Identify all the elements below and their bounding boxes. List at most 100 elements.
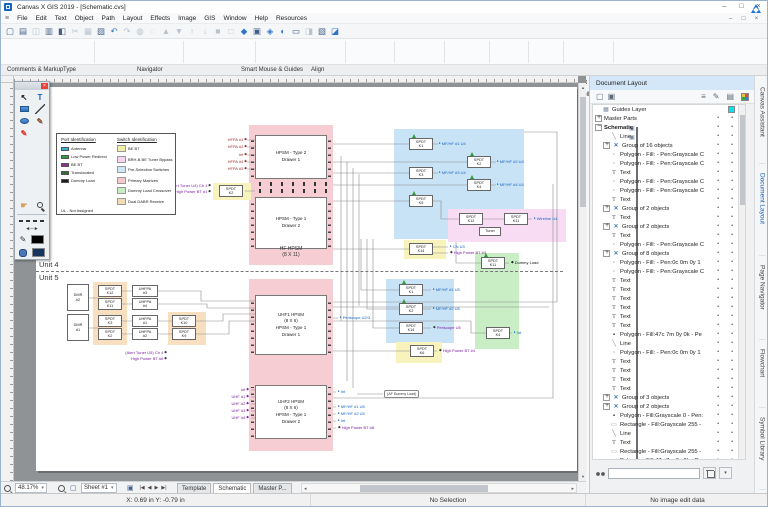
menu-item[interactable]: Effects <box>150 14 171 22</box>
tree-row[interactable]: Text • • <box>593 213 745 222</box>
text-box-icon[interactable]: ▭ <box>291 25 301 36</box>
visibility-dot[interactable]: • <box>717 169 719 175</box>
visibility-dot[interactable]: • <box>717 142 719 148</box>
fill-ink-icon[interactable] <box>19 248 28 257</box>
lock-dot[interactable]: • <box>731 151 733 157</box>
knife-tool[interactable] <box>16 151 32 163</box>
tree-row[interactable]: Text • • <box>593 294 745 303</box>
lock-dot[interactable]: • <box>731 169 733 175</box>
expander-icon[interactable] <box>603 222 610 230</box>
visibility-dot[interactable]: • <box>717 115 719 121</box>
visibility-dot[interactable]: • <box>717 430 719 436</box>
tree-row[interactable]: Text • • <box>593 276 745 285</box>
visibility-dot[interactable]: • <box>717 331 719 337</box>
visibility-dot[interactable]: • <box>717 178 719 184</box>
panel-options-icon[interactable]: ≡ <box>701 92 706 101</box>
tree-row[interactable]: Polygon - Fill: - Pen:0c 0m 0y 1 • • <box>593 348 745 357</box>
save-icon[interactable]: ◫ <box>31 25 41 36</box>
palette-tab[interactable]: Type <box>63 67 77 73</box>
menu-item[interactable]: Text <box>54 14 67 22</box>
tree-scrollbar[interactable] <box>738 105 745 459</box>
tree-row[interactable]: Group of 2 objects • • <box>593 204 745 213</box>
menu-item[interactable]: Image <box>178 14 197 22</box>
sheet-tab[interactable]: Template <box>177 483 212 493</box>
brush-tool[interactable] <box>32 127 48 139</box>
hamburger-icon[interactable]: ≡ <box>5 14 10 22</box>
lock-dot[interactable]: • <box>731 178 733 184</box>
expander-icon[interactable] <box>603 249 610 257</box>
distribute-icon[interactable]: □ <box>228 26 234 36</box>
rectangle-tool[interactable] <box>16 103 32 115</box>
flip-icon[interactable]: ◨ <box>304 25 314 36</box>
smart-shapes-icon[interactable]: ◆ <box>240 25 248 36</box>
tree-row[interactable]: Text • • <box>593 384 745 393</box>
duplicate-sheet-icon[interactable]: ▣ <box>127 485 134 492</box>
palette-tab[interactable]: Smart Mouse & Guides <box>241 67 304 73</box>
tree-row[interactable]: Rectangle - Fill:Grayscale 255 - • • <box>593 420 745 429</box>
visibility-dot[interactable]: • <box>717 151 719 157</box>
menu-item[interactable]: GIS <box>204 14 216 22</box>
visibility-dot[interactable]: • <box>717 187 719 193</box>
tree-row[interactable]: Polygon - Fill: - Pen:Grayscale C • • <box>593 267 745 276</box>
zoom-level-select[interactable]: 48.17% <box>15 483 47 493</box>
tree-row[interactable]: Polygon - Fill: - Pen:Grayscale C • • <box>593 240 745 249</box>
move-up-icon[interactable]: ↑ <box>189 26 195 36</box>
expander-icon[interactable] <box>595 123 602 131</box>
move-down-icon[interactable]: ↓ <box>202 26 208 36</box>
lock-dot[interactable]: • <box>731 385 733 391</box>
bring-front-icon[interactable]: ▲ <box>161 26 171 36</box>
stroke-color-swatch[interactable] <box>31 235 45 244</box>
last-sheet-icon[interactable]: ▶| <box>161 485 167 491</box>
menu-item[interactable]: Help <box>254 14 268 22</box>
visibility-dot[interactable]: • <box>717 340 719 346</box>
lock-dot[interactable]: • <box>731 115 733 121</box>
tree-row[interactable]: Polygon - Fill:47c 7m 0y 0k - Pe • • <box>593 456 745 459</box>
tree-row[interactable]: Schematic • • <box>593 123 745 459</box>
visibility-dot[interactable]: • <box>717 133 719 139</box>
tree-row[interactable]: Line • • <box>593 132 745 141</box>
tree-row[interactable]: Group of 8 objects • • <box>593 249 745 258</box>
lock-dot[interactable]: • <box>731 187 733 193</box>
visibility-dot[interactable]: • <box>717 160 719 166</box>
lock-dot[interactable]: • <box>731 376 733 382</box>
lock-dot[interactable]: • <box>731 196 733 202</box>
scroll-down-icon[interactable]: ▼ <box>581 474 585 479</box>
effects-tool[interactable] <box>32 163 48 175</box>
zoom-out-icon[interactable] <box>4 484 11 492</box>
tree-row[interactable]: Rectangle - Fill:Grayscale 255 - • • <box>593 447 745 456</box>
tree-row[interactable]: Line • • <box>593 339 745 348</box>
line-tool[interactable] <box>32 103 48 115</box>
paste-icon[interactable]: ▨ <box>96 25 106 36</box>
tree-row[interactable]: Text • • <box>593 303 745 312</box>
bucket-tool[interactable] <box>32 175 48 187</box>
horizontal-scroll-thumb[interactable] <box>360 485 488 492</box>
panel-print-icon[interactable]: ▤ <box>726 92 734 101</box>
lock-dot[interactable]: • <box>731 412 733 418</box>
visibility-dot[interactable]: • <box>717 250 719 256</box>
lock-dot[interactable]: • <box>731 439 733 445</box>
expander-icon[interactable] <box>603 204 610 212</box>
tree-row[interactable]: Polygon - Fill: - Pen:Grayscale C • • <box>593 159 745 168</box>
redo-icon[interactable]: ↷ <box>123 25 131 36</box>
expander-icon[interactable] <box>603 141 610 149</box>
new-layer-icon[interactable]: ▢ <box>596 92 604 101</box>
open-icon[interactable]: ▤ <box>18 25 28 36</box>
lock-dot[interactable]: • <box>731 223 733 229</box>
visibility-dot[interactable]: • <box>717 277 719 283</box>
docked-palette-tab[interactable]: Page Navigator <box>758 262 766 340</box>
lock-dot[interactable]: • <box>731 277 733 283</box>
visibility-dot[interactable]: • <box>717 394 719 400</box>
hand-tool[interactable]: ☛ <box>20 200 28 210</box>
tree-row[interactable]: Text • • <box>593 231 745 240</box>
stamp-tool[interactable] <box>32 139 48 151</box>
polygon-tool[interactable] <box>32 151 48 163</box>
lock-dot[interactable]: • <box>731 403 733 409</box>
scroll-right-icon[interactable]: ▸ <box>571 486 574 492</box>
docked-palette-tab[interactable]: Document Layout <box>758 170 766 256</box>
canvas-horizontal-scrollbar[interactable]: ◂ ▸ <box>301 483 577 493</box>
lock-dot[interactable]: • <box>731 295 733 301</box>
panel-edit-icon[interactable]: ✎ <box>712 92 720 101</box>
cut-icon[interactable]: ✂ <box>71 25 79 36</box>
eyedropper-tool[interactable] <box>16 139 32 151</box>
scroll-left-icon[interactable]: ◂ <box>304 486 307 492</box>
